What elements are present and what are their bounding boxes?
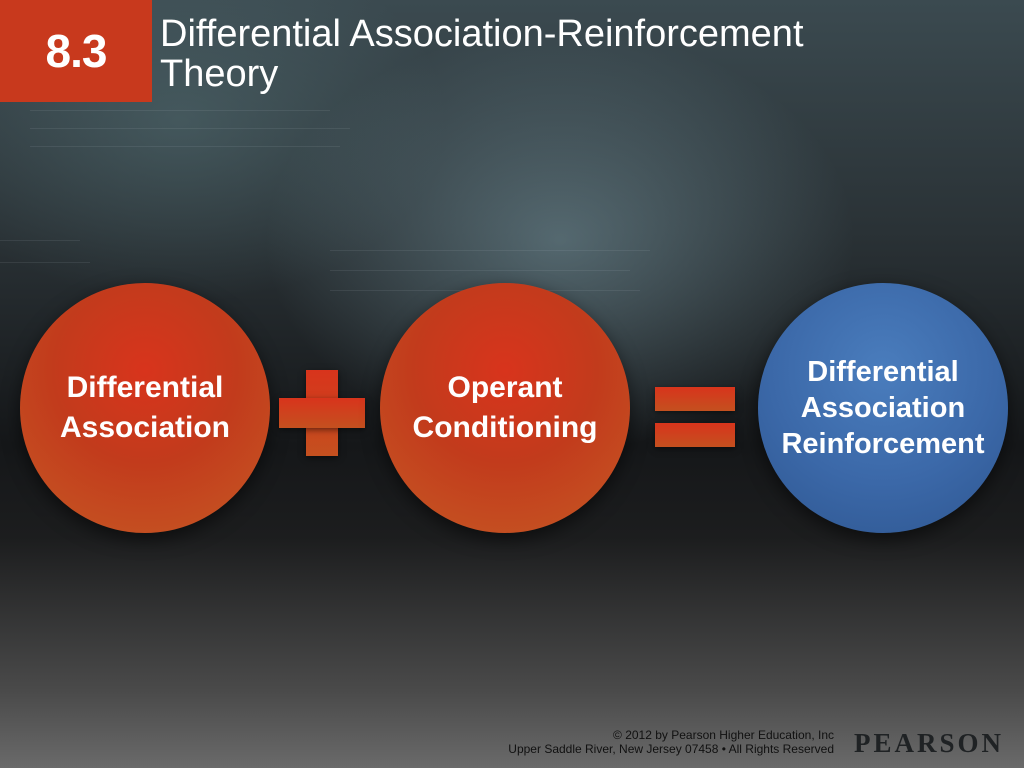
- title-line-1: Differential Association-Reinforcement: [160, 13, 804, 55]
- texture-line: [30, 110, 330, 111]
- copyright-line: © 2012 by Pearson Higher Education, Inc: [613, 728, 834, 742]
- differential-association-circle: Differential Association: [20, 283, 270, 533]
- operant-conditioning-circle: Operant Conditioning: [380, 283, 630, 533]
- section-badge: 8.3: [0, 0, 152, 102]
- address-line: Upper Saddle River, New Jersey 07458 • A…: [508, 742, 834, 756]
- plus-icon: [279, 370, 365, 456]
- copyright-notice: © 2012 by Pearson Higher Education, Inc …: [508, 728, 834, 756]
- texture-line: [0, 240, 80, 241]
- result-line-3: Reinforcement: [781, 428, 985, 460]
- texture-line: [330, 270, 630, 271]
- term1-line-2: Association: [59, 411, 231, 444]
- title-line-2: Theory: [160, 53, 279, 95]
- texture-line: [30, 146, 340, 147]
- texture-line: [330, 250, 650, 251]
- result-circle: Differential Association Reinforcement: [758, 283, 1008, 533]
- section-number: 8.3: [45, 25, 108, 77]
- texture-line: [30, 128, 350, 129]
- result-line-1: Differential: [807, 356, 959, 388]
- term2-line-1: Operant: [447, 371, 563, 404]
- texture-line: [0, 262, 90, 263]
- term1-line-1: Differential: [66, 371, 224, 404]
- result-line-2: Association: [800, 392, 966, 424]
- term2-line-2: Conditioning: [412, 411, 598, 444]
- equals-icon: [655, 387, 735, 447]
- publisher-logo: PEARSON: [854, 728, 1005, 758]
- page-title: Differential Association-Reinforcement T…: [160, 14, 960, 94]
